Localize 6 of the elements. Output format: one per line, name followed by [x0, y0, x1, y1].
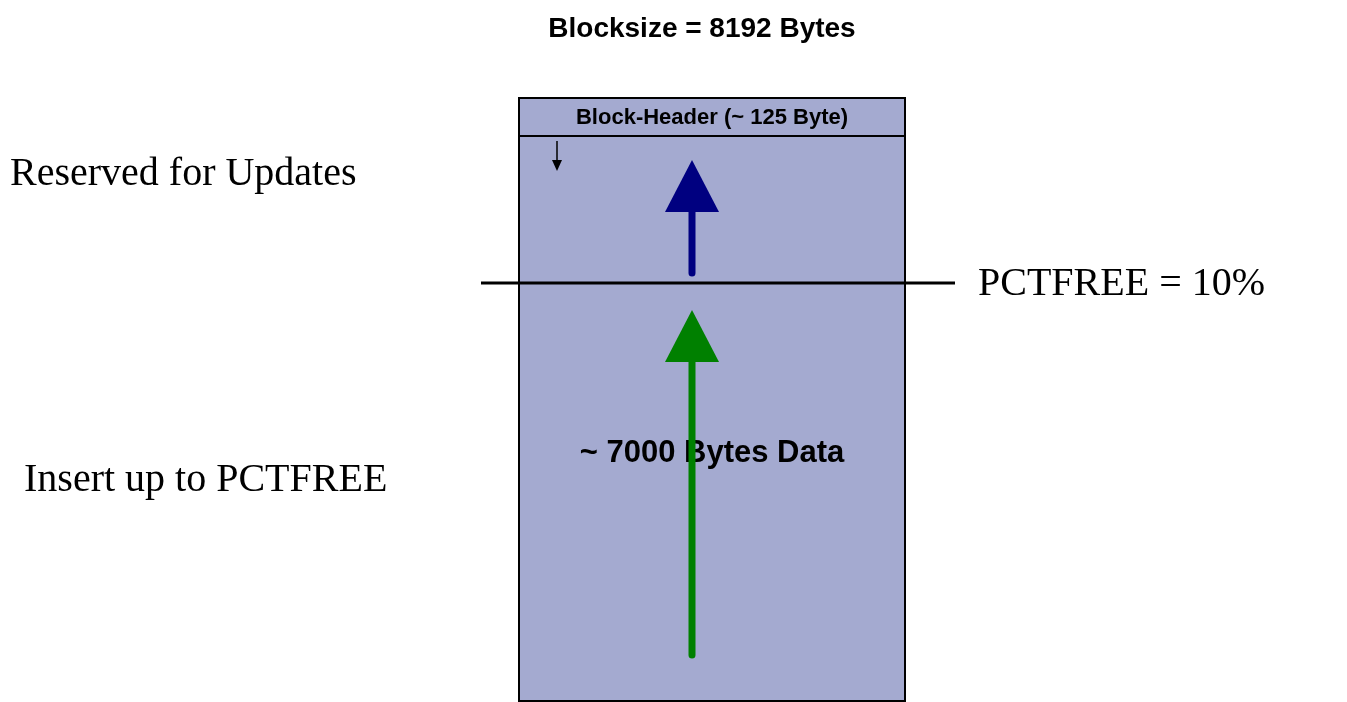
area-label: Reserved for Updates [10, 148, 357, 195]
diagram-title: Blocksize = 8192 Bytes [547, 12, 857, 44]
area-label: Insert up to PCTFREE [24, 454, 388, 501]
threshold-label: PCTFREE = 10% [978, 258, 1266, 305]
memory-block [518, 97, 906, 702]
block-header-band: Block-Header (~ 125 Byte) [520, 99, 904, 137]
